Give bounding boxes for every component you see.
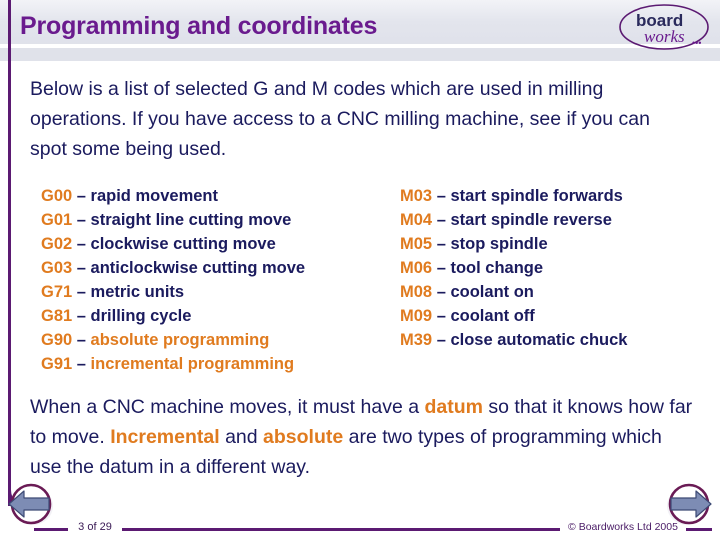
code-dash: – bbox=[432, 235, 451, 253]
code-row: M03 – start spindle forwards bbox=[400, 184, 700, 208]
arrow-left-icon[interactable] bbox=[6, 482, 58, 528]
arrow-right-glyph bbox=[670, 490, 712, 518]
closing-text-1: When a CNC machine moves, it must have a bbox=[30, 396, 425, 418]
next-slide-button[interactable] bbox=[662, 482, 714, 528]
code-id: G71 bbox=[41, 283, 73, 301]
page-number: 3 of 29 bbox=[78, 521, 112, 533]
code-id: G01 bbox=[41, 211, 73, 229]
code-row: M08 – coolant on bbox=[400, 280, 700, 304]
code-description: incremental programming bbox=[90, 355, 295, 373]
closing-paragraph: When a CNC machine moves, it must have a… bbox=[30, 392, 695, 482]
code-id: M06 bbox=[400, 259, 433, 277]
code-dash: – bbox=[432, 259, 451, 277]
header-subband bbox=[0, 48, 720, 61]
code-row: G90 – absolute programming bbox=[41, 328, 391, 352]
previous-slide-button[interactable] bbox=[6, 482, 58, 528]
code-dash: – bbox=[72, 331, 91, 349]
code-row: G81 – drilling cycle bbox=[41, 304, 391, 328]
code-dash: – bbox=[72, 283, 91, 301]
code-id: M03 bbox=[400, 187, 433, 205]
code-description: clockwise cutting move bbox=[90, 235, 276, 253]
code-row: G91 – incremental programming bbox=[41, 352, 391, 376]
code-dash: – bbox=[72, 259, 91, 277]
logo-ellipse-icon bbox=[619, 4, 709, 50]
code-dash: – bbox=[432, 187, 451, 205]
code-description: tool change bbox=[450, 259, 544, 277]
code-dash: – bbox=[72, 355, 91, 373]
code-dash: – bbox=[432, 283, 451, 301]
code-description: stop spindle bbox=[450, 235, 548, 253]
logo-dots-icon: ••• bbox=[692, 38, 701, 48]
code-description: drilling cycle bbox=[90, 307, 192, 325]
code-dash: – bbox=[72, 235, 91, 253]
code-dash: – bbox=[432, 331, 451, 349]
code-row: G00 – rapid movement bbox=[41, 184, 391, 208]
keyword-datum: datum bbox=[424, 396, 484, 418]
code-row: M04 – start spindle reverse bbox=[400, 208, 700, 232]
left-accent-rule bbox=[8, 0, 11, 506]
code-description: coolant on bbox=[450, 283, 534, 301]
code-dash: – bbox=[72, 211, 91, 229]
code-row: M39 – close automatic chuck bbox=[400, 328, 700, 352]
page-title: Programming and coordinates bbox=[20, 12, 378, 40]
code-dash: – bbox=[432, 307, 451, 325]
code-id: M09 bbox=[400, 307, 433, 325]
code-description: start spindle reverse bbox=[450, 211, 612, 229]
arrow-right-icon[interactable] bbox=[662, 482, 714, 528]
code-row: G03 – anticlockwise cutting move bbox=[41, 256, 391, 280]
header-band-gap bbox=[0, 44, 720, 49]
closing-text-2: so that it knows how far to move. bbox=[30, 396, 693, 448]
closing-text-4: are two types of programming which use t… bbox=[30, 426, 662, 478]
code-description: rapid movement bbox=[90, 187, 218, 205]
code-row: G71 – metric units bbox=[41, 280, 391, 304]
code-row: G01 – straight line cutting move bbox=[41, 208, 391, 232]
code-id: G91 bbox=[41, 355, 73, 373]
code-description: anticlockwise cutting move bbox=[90, 259, 306, 277]
code-id: G00 bbox=[41, 187, 73, 205]
footer-rule-middle bbox=[122, 528, 560, 531]
logo-word-works: works bbox=[644, 27, 685, 46]
code-dash: – bbox=[72, 307, 91, 325]
code-description: straight line cutting move bbox=[90, 211, 292, 229]
code-row: M06 – tool change bbox=[400, 256, 700, 280]
code-id: G90 bbox=[41, 331, 73, 349]
code-row: M05 – stop spindle bbox=[400, 232, 700, 256]
code-id: M04 bbox=[400, 211, 433, 229]
footer-rule-left bbox=[34, 528, 68, 531]
header-band bbox=[0, 0, 720, 48]
logo-word-board: board bbox=[636, 11, 683, 30]
boardworks-logo: board works ••• bbox=[616, 2, 712, 52]
code-description: metric units bbox=[90, 283, 185, 301]
code-id: M08 bbox=[400, 283, 433, 301]
code-row: G02 – clockwise cutting move bbox=[41, 232, 391, 256]
code-id: G03 bbox=[41, 259, 73, 277]
closing-text-3: and bbox=[219, 426, 264, 448]
arrow-left-glyph bbox=[8, 490, 50, 518]
footer-rule-right bbox=[686, 528, 712, 531]
code-row: M09 – coolant off bbox=[400, 304, 700, 328]
code-dash: – bbox=[432, 211, 451, 229]
boardworks-logo-svg: board works ••• bbox=[619, 4, 709, 50]
copyright-notice: © Boardworks Ltd 2005 bbox=[568, 521, 678, 533]
code-description: coolant off bbox=[450, 307, 535, 325]
code-description: absolute programming bbox=[90, 331, 270, 349]
keyword-absolute: absolute bbox=[263, 426, 344, 448]
code-id: M39 bbox=[400, 331, 433, 349]
code-id: M05 bbox=[400, 235, 433, 253]
code-id: G02 bbox=[41, 235, 73, 253]
code-description: close automatic chuck bbox=[450, 331, 628, 349]
code-id: G81 bbox=[41, 307, 73, 325]
code-description: start spindle forwards bbox=[450, 187, 623, 205]
intro-paragraph: Below is a list of selected G and M code… bbox=[30, 78, 650, 160]
keyword-incremental: Incremental bbox=[110, 426, 220, 448]
code-dash: – bbox=[72, 187, 91, 205]
